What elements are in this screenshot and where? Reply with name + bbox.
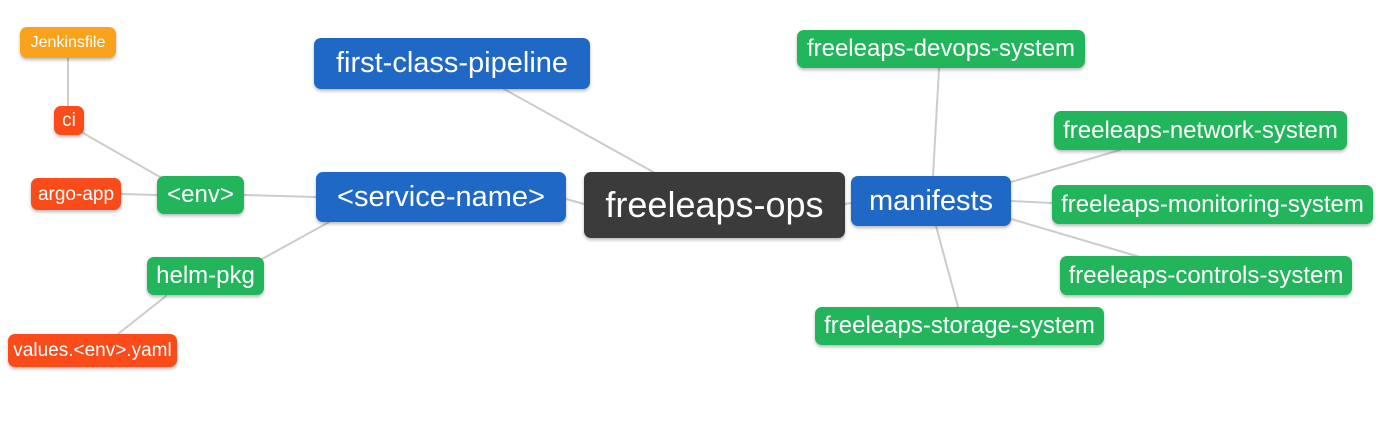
node-label: <env> — [167, 181, 234, 208]
edge-manifests-to-freeleaps-monitoring-system — [1010, 200, 1053, 204]
edge-argo-app-to-env — [120, 193, 158, 196]
node-jenkinsfile[interactable]: Jenkinsfile — [20, 27, 116, 58]
node-ci[interactable]: ci — [54, 106, 84, 135]
node-freeleaps-monitoring-system[interactable]: freeleaps-monitoring-system — [1052, 185, 1373, 224]
node-label: Jenkinsfile — [30, 33, 106, 51]
edge-helm-pkg-to-service-name — [261, 220, 332, 260]
node-label: freeleaps-controls-system — [1068, 261, 1344, 289]
node-label: <service-name> — [337, 180, 545, 213]
node-freeleaps-devops-system[interactable]: freeleaps-devops-system — [797, 30, 1085, 68]
edge-manifests-to-freeleaps-storage-system — [935, 225, 959, 308]
node-label: values.<env>.yaml — [13, 340, 172, 361]
edge-manifests-to-freeleaps-devops-system — [932, 67, 940, 177]
node-manifests[interactable]: manifests — [851, 176, 1011, 226]
node-label: helm-pkg — [156, 262, 255, 289]
node-argo-app[interactable]: argo-app — [31, 178, 121, 210]
node-label: freeleaps-monitoring-system — [1061, 190, 1364, 218]
edge-env-to-service-name — [243, 194, 317, 198]
edge-manifests-to-freeleaps-network-system — [1010, 149, 1121, 183]
node-label: argo-app — [37, 183, 115, 205]
node-helm-pkg[interactable]: helm-pkg — [147, 257, 264, 295]
edge-service-name-to-freeleaps-ops — [565, 198, 585, 205]
node-label: freeleaps-storage-system — [824, 312, 1095, 339]
edge-freeleaps-ops-to-manifests — [844, 202, 852, 205]
node-service-name[interactable]: <service-name> — [316, 172, 566, 222]
node-label: freeleaps-ops — [605, 184, 824, 225]
node-env[interactable]: <env> — [157, 176, 244, 214]
node-label: manifests — [868, 184, 994, 217]
node-freeleaps-network-system[interactable]: freeleaps-network-system — [1054, 111, 1347, 150]
node-label: ci — [62, 110, 76, 131]
edge-manifests-to-freeleaps-controls-system — [1010, 218, 1141, 258]
node-label: freeleaps-network-system — [1063, 116, 1338, 144]
edge-values-env-yaml-to-helm-pkg — [117, 295, 167, 335]
edge-first-class-pipeline-to-freeleaps-ops — [503, 88, 656, 174]
node-freeleaps-ops[interactable]: freeleaps-ops — [584, 172, 845, 238]
edge-ci-to-env — [82, 132, 161, 178]
node-label: freeleaps-devops-system — [806, 35, 1076, 62]
node-freeleaps-storage-system[interactable]: freeleaps-storage-system — [815, 307, 1104, 345]
node-freeleaps-controls-system[interactable]: freeleaps-controls-system — [1060, 256, 1352, 295]
node-label: first-class-pipeline — [335, 47, 569, 79]
node-first-class-pipeline[interactable]: first-class-pipeline — [314, 38, 590, 89]
node-values-env-yaml[interactable]: values.<env>.yaml — [8, 334, 177, 367]
